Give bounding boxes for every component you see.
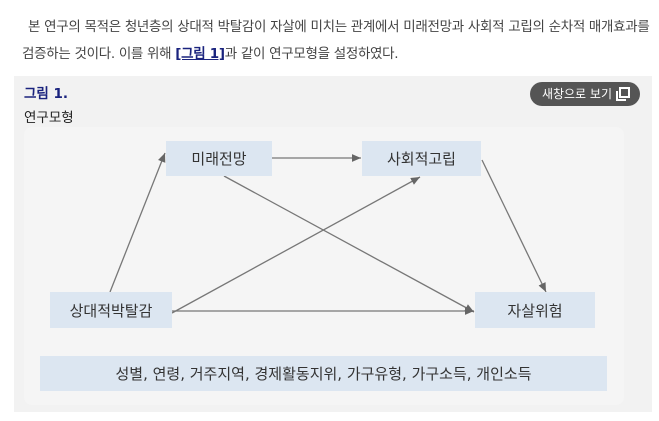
- arrow-future-suicide: [223, 175, 475, 313]
- node-suicide: 자살위험: [475, 292, 595, 328]
- node-deprivation: 상대적박탈감: [50, 292, 172, 328]
- arrow-deprivation-future: [109, 152, 166, 293]
- figure-number: 그림 1.: [24, 86, 69, 102]
- node-future: 미래전망: [166, 141, 272, 176]
- node-controls: 성별, 연령, 거주지역, 경제활동지위, 가구유형, 가구소득, 개인소득: [40, 356, 607, 391]
- diagram-canvas: 미래전망 사회적고립 상대적박탈감 자살위험 성별, 연령, 거주지역, 경제활…: [24, 127, 624, 405]
- arrow-deprivation-isolation: [171, 176, 421, 314]
- intro-paragraph: 본 연구의 목적은 청년층의 상대적 박탈감이 자살에 미치는 관계에서 미래전…: [22, 19, 650, 62]
- diagram-arrows: [109, 152, 547, 315]
- node-isolation: 사회적고립: [362, 141, 481, 176]
- figure-title: 연구모형: [24, 110, 74, 126]
- figure-panel: 그림 1. 연구모형 새창으로 보기 미래전망 사회적고립 상대적박탈감 자살위…: [14, 76, 652, 412]
- figure-link[interactable]: [그림 1]: [175, 46, 225, 62]
- copy-window-icon: [616, 87, 630, 101]
- arrow-isolation-suicide: [481, 159, 547, 293]
- new-window-button[interactable]: 새창으로 보기: [529, 82, 640, 106]
